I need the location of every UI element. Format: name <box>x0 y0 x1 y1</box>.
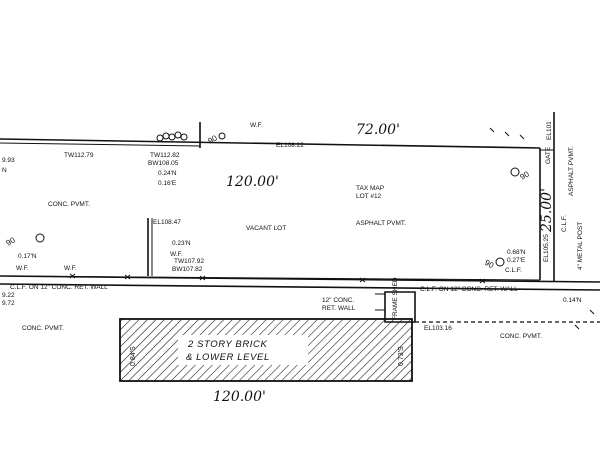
elevation-bottom-right: EL103.16 <box>424 325 452 332</box>
tree-symbol-icon: 90 <box>519 169 532 182</box>
label-gate: GATE <box>545 146 552 164</box>
retaining-wall-line-inner <box>0 283 600 291</box>
label-ret-wall-1: 12" CONC. <box>322 297 354 304</box>
label-lot-no: LOT #12 <box>356 193 382 200</box>
offset-top-e: 0.16'E <box>158 180 177 187</box>
frame-shed-outline <box>384 291 416 323</box>
shed-line <box>375 293 385 311</box>
label-clf-wall-left: C.L.F. ON 12" CONC. RET. WALL <box>10 284 108 291</box>
offset-left-edge: N <box>2 167 7 174</box>
left-elevation-3: 9.72 <box>2 300 15 307</box>
tree-symbol-icon: 90 <box>5 235 18 248</box>
elevation-top-left: EL108.22 <box>276 142 304 149</box>
top-wall-top: TW112.82 <box>150 152 180 159</box>
label-asphalt-pvmt-right: ASPHALT PVMT. <box>568 146 575 196</box>
label-conc-pvmt: CONC. PVMT. <box>48 201 90 208</box>
top-property-line <box>0 138 541 149</box>
label-conc-pvmt-left: CONC. PVMT. <box>22 325 64 332</box>
dimension-right-width: 25.00' <box>539 188 555 233</box>
building-offset-left: 0.84'S <box>130 346 137 366</box>
left-elevation-1: 9.93 <box>2 157 15 164</box>
fence-line <box>0 275 541 281</box>
offset-wall-right: 0.14'N <box>563 297 582 304</box>
top-wall-left: TW112.79 <box>64 152 94 159</box>
offset-top-n: 0.24'N <box>158 170 177 177</box>
left-elevation-2: 9.22 <box>2 292 15 299</box>
top-wall-lot: TW107.92 <box>174 258 204 265</box>
label-building-line1: 2 STORY BRICK <box>187 339 267 350</box>
offset-right-n1: 0.68'N <box>507 249 526 256</box>
elevation-far-right: EL101 <box>546 121 553 140</box>
label-clf-small: C.L.F. <box>505 267 522 274</box>
label-building-line2: & LOWER LEVEL <box>186 352 270 363</box>
label-vacant-lot: VACANT LOT <box>246 225 286 232</box>
dimension-lot-depth: 120.00' <box>226 174 279 190</box>
label-ret-wall-2: RET. WALL <box>322 305 356 312</box>
label-clf-wall-right: C.L.F. ON 12" CONC. RET. WALL <box>420 286 518 293</box>
building-label-bg <box>178 335 308 365</box>
label-wf-top: W.F. <box>250 122 263 129</box>
survey-spot-icons <box>35 132 520 267</box>
label-conc-pvmt-bottom: CONC. PVMT. <box>500 333 542 340</box>
label-tax-map: TAX MAP <box>356 185 384 192</box>
dimension-building-length: 120.00' <box>213 389 266 405</box>
bottom-wall-top: BW108.05 <box>148 160 179 167</box>
bush-cluster-icon <box>156 131 188 142</box>
label-wf-lot: W.F. <box>170 251 183 258</box>
dimension-top-frontage: 72.00' <box>356 122 400 138</box>
label-wf-left: W.F. <box>16 265 29 272</box>
bottom-wall-lot: BW107.82 <box>172 266 203 273</box>
building-offset-right: 0.73'S <box>398 346 405 366</box>
elevation-lot-left: EL108.47 <box>153 219 181 226</box>
tree-symbol-icon: 90 <box>207 133 220 146</box>
label-wf-left2: W.F. <box>64 265 77 272</box>
offset-right-n2: 0.27'E <box>507 257 526 264</box>
offset-left-n: 0.17'N <box>18 253 37 260</box>
fence-marks <box>69 273 486 284</box>
label-metal-post: 4" METAL POST <box>577 222 584 270</box>
offset-lot-n: 0.23'N <box>172 240 191 247</box>
top-property-line-inner <box>0 142 201 147</box>
tick-marks <box>489 127 595 330</box>
label-clf-right: C.L.F. <box>561 215 568 232</box>
label-frame-shed: FRAME SHED <box>392 277 399 320</box>
elevation-right-edge: EL105.25 <box>543 234 550 262</box>
tree-symbol-icon: 90 <box>483 258 496 271</box>
label-asphalt-pvmt: ASPHALT PVMT. <box>356 220 406 227</box>
